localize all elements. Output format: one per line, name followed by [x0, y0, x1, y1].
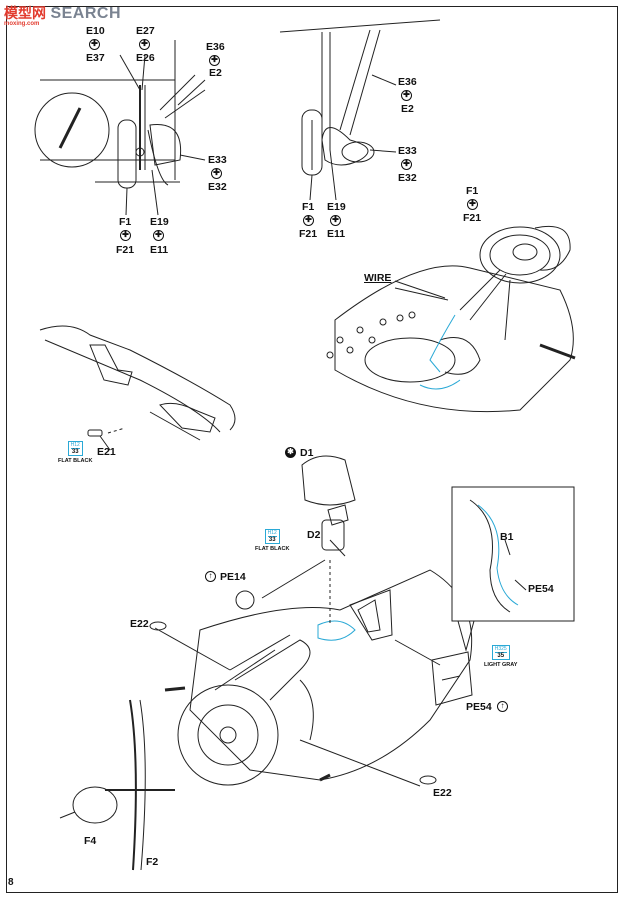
callout-e11-b: E11 — [327, 228, 346, 240]
remove-symbol-icon: ✱ — [285, 447, 296, 458]
watermark-brand: 模型网 — [4, 5, 46, 21]
step-e-engine-drawing — [59, 455, 473, 871]
glue-symbol-icon: ✚ — [120, 230, 131, 241]
inset-callout-pe54: PE54 — [528, 583, 554, 595]
callout-e22-top: E22 — [130, 618, 149, 630]
callout-f1-c: F1 — [466, 185, 479, 197]
callout-f2: F2 — [146, 856, 159, 868]
inset-box — [451, 486, 575, 652]
glue-symbol-icon: ✚ — [401, 159, 412, 170]
page-border — [6, 6, 618, 893]
callout-e10: E10 — [86, 25, 105, 37]
callout-e19: E19 — [150, 216, 169, 228]
glue-symbol-icon: ✚ — [89, 39, 100, 50]
page-number: 8 — [8, 877, 14, 888]
paint-code: H12 — [267, 530, 277, 536]
photo-etch-icon: ↑ — [497, 701, 508, 712]
callout-wire: WIRE — [364, 272, 392, 284]
paint-name: FLAT BLACK — [255, 546, 290, 552]
glue-symbol-icon: ✚ — [139, 39, 150, 50]
watermark-search: SEARCH — [50, 5, 122, 22]
glue-symbol-icon: ✚ — [153, 230, 164, 241]
step-d-fuselage-drawing — [39, 325, 236, 441]
glue-symbol-icon: ✚ — [209, 55, 220, 66]
callout-e26: E26 — [136, 52, 155, 64]
inset-callout-b1: B1 — [500, 531, 514, 543]
callout-f4: F4 — [84, 835, 97, 847]
callout-e22-bottom: E22 — [433, 787, 452, 799]
callout-f21: F21 — [116, 244, 135, 256]
callout-f1-b: F1 — [302, 201, 315, 213]
callout-e2: E2 — [209, 67, 222, 79]
callout-f21-c: F21 — [463, 212, 482, 224]
callout-e2-b: E2 — [401, 103, 414, 115]
callout-e19-b: E19 — [327, 201, 346, 213]
callout-d1: D1 — [300, 447, 314, 459]
glue-symbol-icon: ✚ — [401, 90, 412, 101]
callout-e37: E37 — [86, 52, 105, 64]
callout-e36-b: E36 — [398, 76, 417, 88]
paint-code: H325 — [494, 646, 507, 652]
paint-number: 33 — [70, 448, 80, 455]
callout-pe14: PE14 — [220, 571, 246, 583]
photo-etch-icon: ↑ — [205, 571, 216, 582]
callout-f21-b: F21 — [299, 228, 318, 240]
step-c-bay-drawing — [326, 225, 576, 413]
callout-e36: E36 — [206, 41, 225, 53]
watermark-url: moxing.com — [4, 21, 40, 27]
callout-d2: D2 — [307, 529, 321, 541]
glue-symbol-icon: ✚ — [211, 168, 222, 179]
glue-symbol-icon: ✚ — [467, 199, 478, 210]
paint-code: H12 — [70, 442, 80, 448]
callout-e32: E32 — [208, 181, 227, 193]
callout-pe54: PE54 — [466, 701, 492, 713]
paint-number: 33 — [267, 536, 277, 543]
glue-symbol-icon: ✚ — [303, 215, 314, 226]
callout-f1: F1 — [119, 216, 132, 228]
callout-e27: E27 — [136, 25, 155, 37]
paint-name: LIGHT GRAY — [484, 662, 518, 668]
callout-e32-b: E32 — [398, 172, 417, 184]
paint-name: FLAT BLACK — [58, 458, 93, 464]
glue-symbol-icon: ✚ — [330, 215, 341, 226]
callout-e33-b: E33 — [398, 145, 417, 157]
watermark: 模型网 SEARCH moxing.com — [4, 3, 122, 27]
paint-number: 35 — [494, 652, 507, 659]
callout-e11: E11 — [150, 244, 169, 256]
callout-e33: E33 — [208, 154, 227, 166]
callout-e21: E21 — [97, 446, 116, 458]
step-a-gear-drawing — [34, 40, 206, 189]
